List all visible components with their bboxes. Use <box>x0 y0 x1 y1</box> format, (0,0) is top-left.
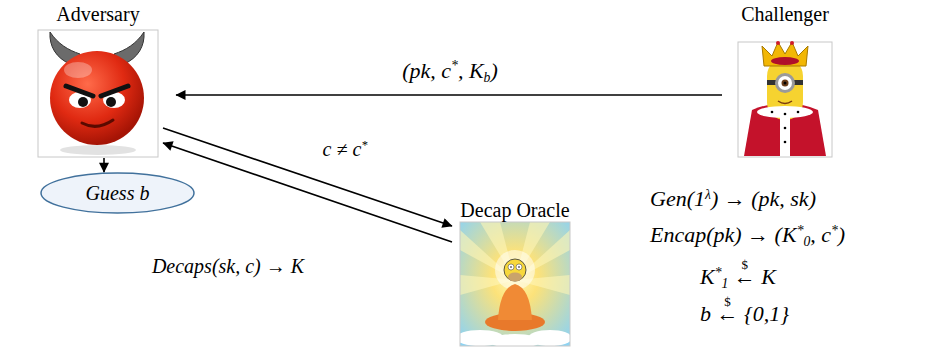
illustration-part <box>60 145 136 155</box>
glyph-mark: 0 <box>803 234 810 249</box>
illustration-part <box>776 41 780 45</box>
random-sample-mark: $ <box>724 294 731 309</box>
illustration-part <box>78 97 88 107</box>
illustration-part <box>528 330 572 346</box>
devil-illustration <box>38 30 158 157</box>
illustration-part <box>460 222 570 346</box>
guess-text: Guess b <box>86 181 150 205</box>
guess-arrow <box>103 158 105 172</box>
glyph-mark: * <box>715 265 722 280</box>
illustration-part <box>498 284 532 320</box>
illustration-part <box>38 30 158 157</box>
illustration-part <box>64 62 92 78</box>
illustration-part <box>782 80 789 87</box>
challenge-arrow <box>176 94 722 96</box>
illustration-part <box>790 41 794 45</box>
role-heading: Challenger <box>741 2 829 26</box>
illustration-part <box>775 73 795 93</box>
algorithm-line: Gen(1λ) → (pk, sk) <box>650 186 816 215</box>
illustration-part <box>762 42 808 66</box>
illustration-part <box>797 111 800 114</box>
glyph-mark: 1 <box>722 276 729 291</box>
glyph-mark: * <box>797 223 804 238</box>
algorithm-line: Encap(pk) → (K*0, c*) <box>650 222 845 251</box>
adversary-panel: Adversary <box>38 2 158 158</box>
illustration-part <box>460 222 570 346</box>
illustration-part <box>784 82 787 85</box>
illustration-part <box>50 51 144 145</box>
glyph-mark: b <box>484 70 491 85</box>
illustration-part <box>778 76 792 90</box>
illustration-part <box>516 264 522 270</box>
illustration-part <box>780 112 790 156</box>
challenger-panel: Challenger <box>736 2 834 158</box>
message-label: (pk, c*, Kb) <box>399 58 501 87</box>
ellipse-shape <box>41 173 194 213</box>
role-heading: Decap Oracle <box>460 198 569 222</box>
glyph-mark: * <box>451 58 458 73</box>
illustration-part <box>778 101 792 104</box>
algorithm-line: b ← {0,1} <box>700 301 789 327</box>
algorithm-line: K*1 ← K <box>700 264 776 293</box>
illustration-part <box>784 141 787 144</box>
glyph-mark: * <box>831 223 838 238</box>
role-heading: Adversary <box>56 2 139 26</box>
illustration-part <box>744 103 826 156</box>
illustration-part <box>738 42 832 157</box>
message-label: c ≠ c* <box>320 137 371 164</box>
illustration-part <box>771 111 774 114</box>
illustration-part <box>504 259 526 281</box>
illustration-part <box>518 266 520 268</box>
illustration-part <box>771 57 799 65</box>
meditating-oracle-illustration <box>456 222 572 348</box>
illustration-part <box>508 273 522 282</box>
illustration-part <box>82 120 113 126</box>
illustration-part <box>510 266 512 268</box>
oracle-panel: Decap Oracle <box>458 198 572 348</box>
illustration-part <box>66 86 93 96</box>
illustration-part <box>784 127 787 130</box>
guess-ellipse: Guess b <box>40 172 195 214</box>
random-sample-mark: $ <box>742 257 749 272</box>
answer-arrow <box>163 143 452 242</box>
minion-king-illustration <box>738 41 832 157</box>
glyph-mark: * <box>361 138 367 152</box>
illustration-part <box>101 86 128 96</box>
illustration-part <box>784 113 787 116</box>
message-label: Decaps(sk, c) → K <box>149 254 307 278</box>
glyph-mark: λ <box>705 187 711 202</box>
illustration-part <box>106 97 116 107</box>
query-arrow <box>163 128 452 226</box>
illustration-part <box>508 264 514 270</box>
